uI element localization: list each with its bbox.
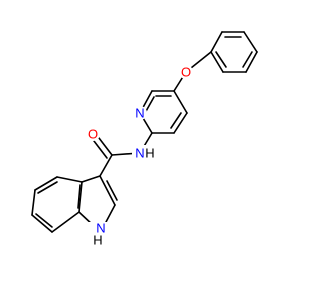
chemical-structure: O N O N H N H <box>31 31 258 248</box>
atom-indole-nh: N H <box>86 221 112 248</box>
indole-benzene-ring <box>31 176 83 233</box>
atom-pyridine-nitrogen: N <box>133 106 147 121</box>
indole-nitrogen-label: N <box>96 221 105 236</box>
amide-nitrogen-label: N <box>135 146 144 161</box>
pyridine-nitrogen-label: N <box>135 106 144 121</box>
amide-oxygen-label: O <box>88 127 98 142</box>
atom-amide-nh: N H <box>132 145 156 161</box>
amide-group <box>93 137 141 177</box>
pyrrole-ring <box>78 175 118 227</box>
ether-oxygen-label: O <box>181 65 191 80</box>
amide-hydrogen-label: H <box>145 146 154 161</box>
phenyl-ring <box>210 31 258 73</box>
atom-amide-oxygen: O <box>86 127 100 142</box>
atom-ether-oxygen: O <box>179 65 193 80</box>
indole-hydrogen-label: H <box>93 233 102 248</box>
pyridine-ring <box>139 90 188 134</box>
